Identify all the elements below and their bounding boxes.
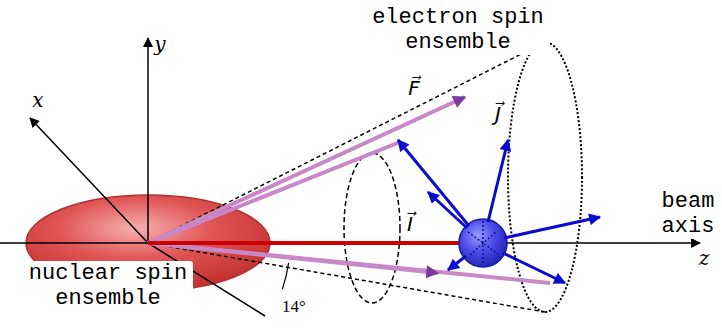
- i-vector: [148, 241, 472, 245]
- axis-label: y: [153, 33, 166, 55]
- spin-line: [148, 142, 400, 243]
- angle-label: 14°: [281, 297, 307, 316]
- axis-label: x: [31, 89, 44, 111]
- y-axis: [147, 38, 149, 243]
- f-vector: [148, 97, 465, 243]
- cone-line: [148, 42, 545, 243]
- z-axis: [0, 242, 700, 244]
- vector-label: I⃗: [406, 213, 414, 235]
- axis-name: beam axis: [657, 189, 719, 239]
- small-cone-ellipse: [344, 153, 400, 303]
- axis-label: z: [698, 247, 711, 269]
- x-axis: [30, 118, 148, 243]
- ensemble-label: nuclear spin ensemble: [24, 261, 193, 311]
- sphere-dots: [468, 221, 498, 265]
- j-vectors: [398, 140, 600, 283]
- vector-label: J⃗: [494, 103, 502, 125]
- ensemble-label: electron spin ensemble: [366, 5, 550, 55]
- vector-label: F⃗: [407, 77, 421, 99]
- large-cone-ellipse: [508, 42, 582, 312]
